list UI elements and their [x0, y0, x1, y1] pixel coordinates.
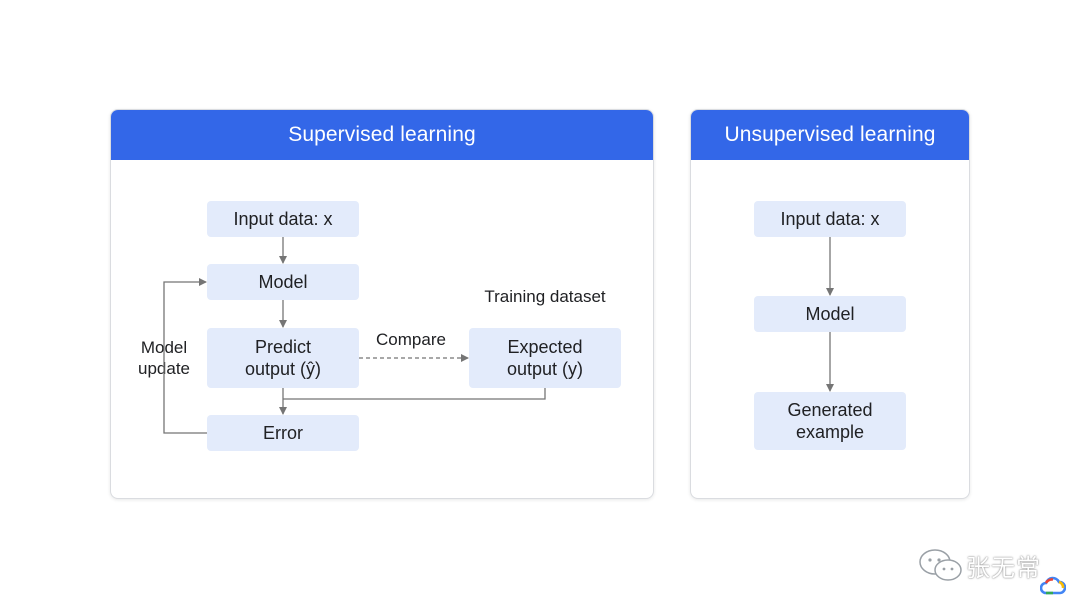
unsup-input-data-text: Input data: x	[780, 209, 880, 229]
sup-input-data-text: Input data: x	[233, 209, 333, 229]
unsupervised-panel-title: Unsupervised learning	[691, 110, 969, 160]
expected-output-box: Expected output (y)	[469, 328, 621, 388]
expected-output-line1: Expected	[507, 337, 583, 357]
sup-input-data-box: Input data: x	[207, 201, 359, 237]
model-update-line1: Model	[140, 338, 188, 357]
supervised-panel-title: Supervised learning	[111, 110, 653, 160]
compare-label: Compare	[376, 330, 446, 349]
watermark: 张无常	[918, 544, 1068, 600]
predict-output-line1: Predict	[254, 337, 312, 357]
watermark-text: 张无常	[966, 554, 1041, 582]
chat-bubble-icon	[919, 549, 962, 581]
generated-example-line2: example	[795, 422, 865, 442]
sup-model-box: Model	[207, 264, 359, 300]
predict-output-line2: output (ŷ)	[244, 359, 322, 379]
generated-example-box: Generated example	[754, 392, 906, 450]
unsup-model-text: Model	[805, 304, 855, 324]
model-update-label: Model update	[126, 337, 202, 379]
generated-example-line1: Generated	[787, 400, 873, 420]
cloud-logo-icon	[1040, 576, 1066, 595]
error-text: Error	[263, 423, 303, 443]
predict-output-box: Predict output (ŷ)	[207, 328, 359, 388]
unsup-input-data-box: Input data: x	[754, 201, 906, 237]
expected-output-line2: output (y)	[506, 359, 584, 379]
training-dataset-label: Training dataset	[484, 287, 606, 306]
sup-model-text: Model	[258, 272, 308, 292]
error-box: Error	[207, 415, 359, 451]
model-update-line2: update	[138, 359, 190, 378]
unsup-model-box: Model	[754, 296, 906, 332]
unsupervised-panel: Unsupervised learning	[690, 109, 970, 499]
